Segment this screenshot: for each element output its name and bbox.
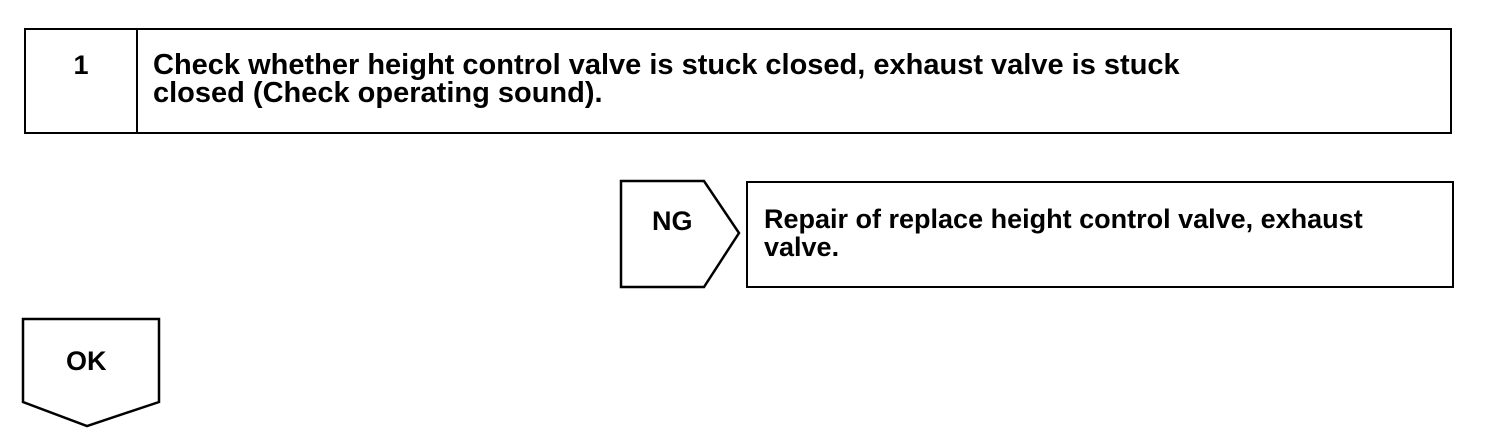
step-box: 1 Check whether height control valve is … <box>24 28 1452 134</box>
ok-arrow-shape <box>21 317 161 428</box>
ok-label: OK <box>66 346 107 376</box>
step-number: 1 <box>26 30 138 132</box>
ng-arrow-shape <box>619 179 741 289</box>
step-text: Check whether height control valve is st… <box>153 49 1180 109</box>
ng-action-text: Repair of replace height control valve, … <box>764 204 1363 262</box>
ng-label: NG <box>652 206 693 236</box>
ng-result-box: Repair of replace height control valve, … <box>746 181 1454 288</box>
